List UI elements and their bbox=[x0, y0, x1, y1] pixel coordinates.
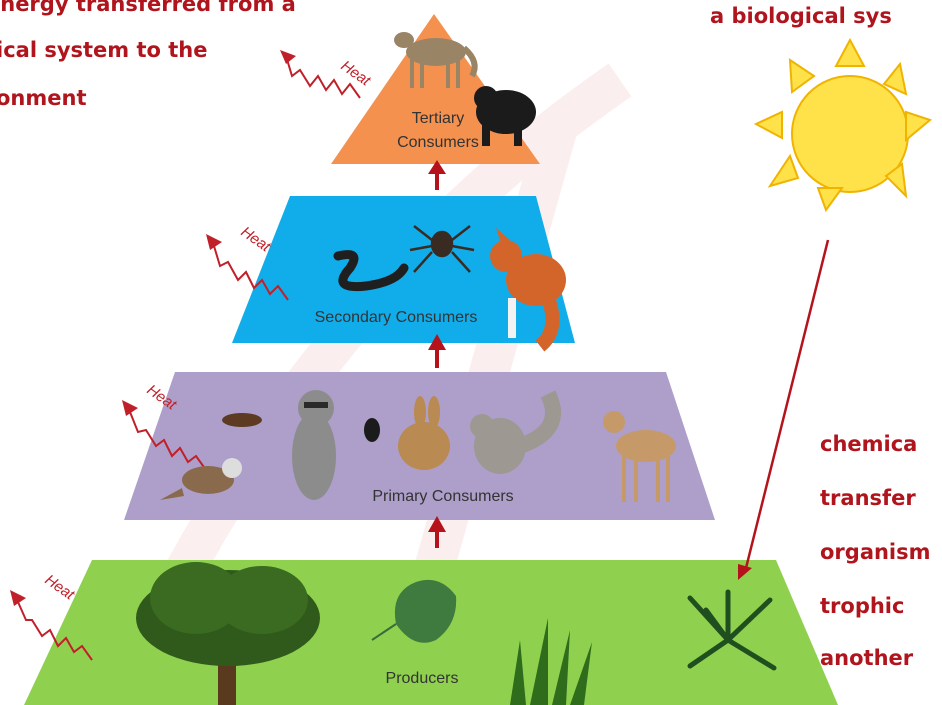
secondary-consumers-label: Secondary Consumers bbox=[315, 309, 478, 326]
heat-label-tertiary: Heat bbox=[338, 57, 374, 90]
tertiary-label-line-2: Consumers bbox=[397, 134, 479, 151]
heat-label-producers: Heat bbox=[42, 571, 78, 604]
beetle-icon bbox=[364, 418, 380, 442]
sun-icon bbox=[756, 40, 930, 210]
producers-label: Producers bbox=[386, 670, 459, 687]
tertiary-label-line-1: Tertiary bbox=[412, 110, 464, 127]
raccoon-icon bbox=[292, 390, 336, 500]
primary-consumers-label: Primary Consumers bbox=[372, 488, 513, 505]
cricket-icon bbox=[222, 413, 262, 427]
sunlight-arrow bbox=[738, 240, 828, 580]
